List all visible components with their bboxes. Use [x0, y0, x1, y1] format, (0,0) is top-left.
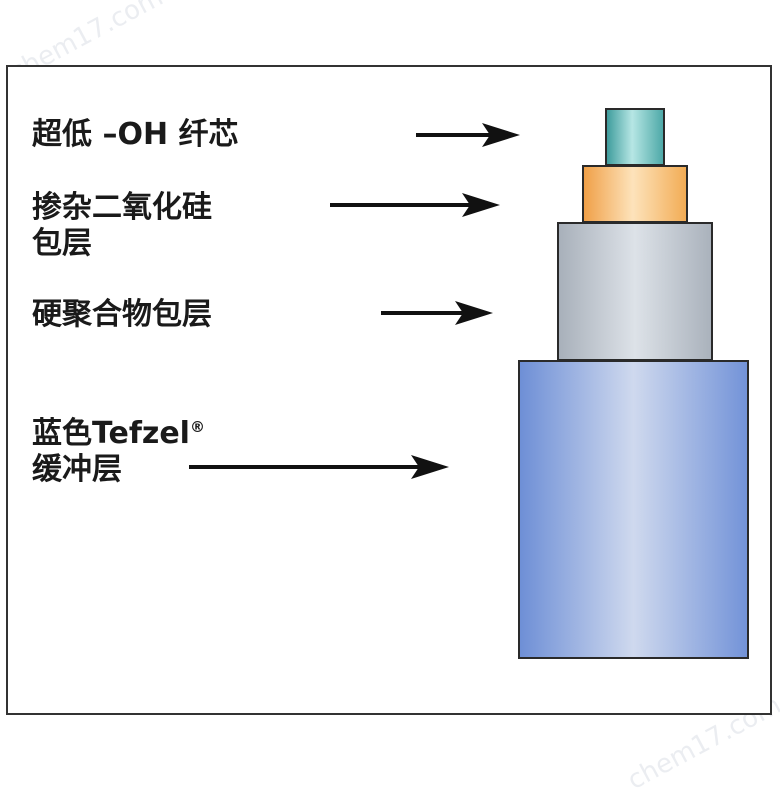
- core-arrow: [416, 123, 520, 147]
- cladding-arrow: [330, 193, 500, 217]
- fiber-core-layer: [605, 108, 665, 166]
- buffer-arrow-head: [411, 455, 449, 479]
- registered-mark: ®: [189, 418, 205, 436]
- buffer-layer: [518, 360, 749, 659]
- cladding-label-line1: 掺杂二氧化硅: [32, 190, 212, 225]
- polymer-label: 硬聚合物包层: [32, 297, 212, 333]
- hard-polymer-cladding-layer: [557, 222, 713, 361]
- buffer-label-line1: 蓝色Tefzel: [32, 416, 190, 451]
- polymer-label-text: 硬聚合物包层: [32, 297, 212, 332]
- buffer-arrow: [189, 455, 449, 479]
- doped-silica-cladding-layer: [582, 165, 688, 223]
- buffer-label-line2: 缓冲层: [32, 452, 122, 487]
- core-arrow-head: [482, 123, 520, 147]
- cladding-label-line2: 包层: [32, 226, 92, 261]
- buffer-label: 蓝色Tefzel® 缓冲层: [32, 416, 205, 488]
- polymer-arrow: [381, 301, 493, 325]
- cladding-arrow-head: [462, 193, 500, 217]
- core-label: 超低 –OH 纤芯: [32, 117, 239, 153]
- buffer-label-line1-wrap: 蓝色Tefzel®: [32, 416, 205, 452]
- core-label-text: 超低 –OH 纤芯: [32, 117, 239, 152]
- polymer-arrow-head: [455, 301, 493, 325]
- cladding-label: 掺杂二氧化硅 包层: [32, 190, 212, 262]
